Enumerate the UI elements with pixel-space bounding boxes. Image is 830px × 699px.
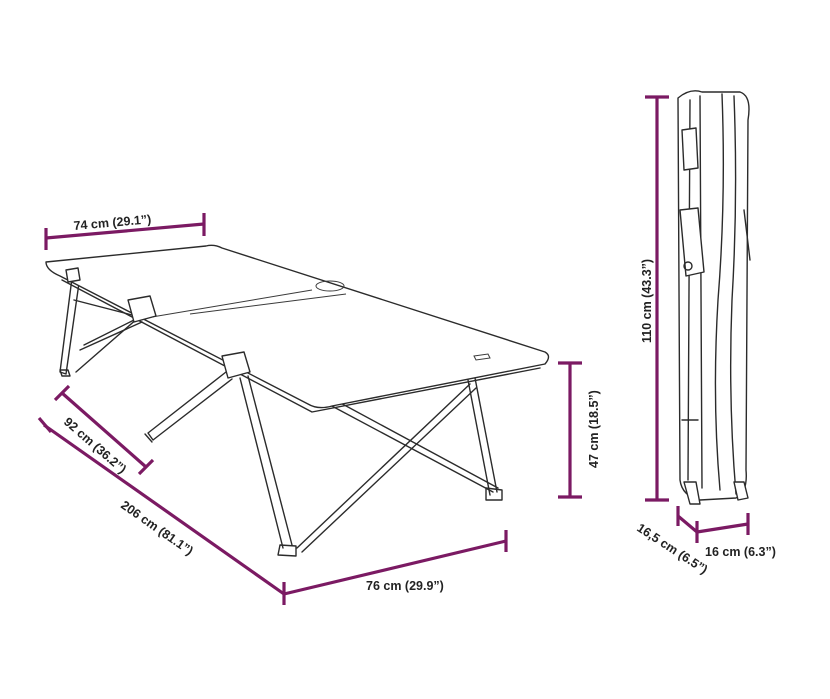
dim-line-width-top [44, 213, 206, 250]
cot-bed-surface [45, 244, 550, 413]
label-folded-width: 16 cm (6.3”) [705, 545, 776, 559]
dimension-lines [37, 95, 750, 605]
label-height: 47 cm (18.5”) [587, 390, 601, 468]
label-folded-depth: 16,5 cm (6.5”) [634, 521, 710, 577]
dim-line-height [558, 361, 582, 499]
folded-cot-illustration [677, 90, 751, 505]
dim-line-width-leg [53, 384, 155, 476]
dim-line-folded-length [645, 95, 669, 502]
label-length: 206 cm (81.1”) [118, 498, 195, 558]
dim-line-folded-depth [676, 506, 699, 543]
dim-line-folded-width [696, 513, 750, 535]
label-width-top: 74 cm (29.1”) [73, 212, 152, 233]
label-width-bottom: 76 cm (29.9”) [366, 579, 444, 593]
cot-legs [59, 277, 503, 557]
dim-line-width-bottom [283, 530, 508, 596]
dim-line-length [37, 416, 286, 605]
label-folded-length: 110 cm (43.3”) [640, 259, 654, 343]
unfolded-cot-illustration [45, 244, 550, 557]
